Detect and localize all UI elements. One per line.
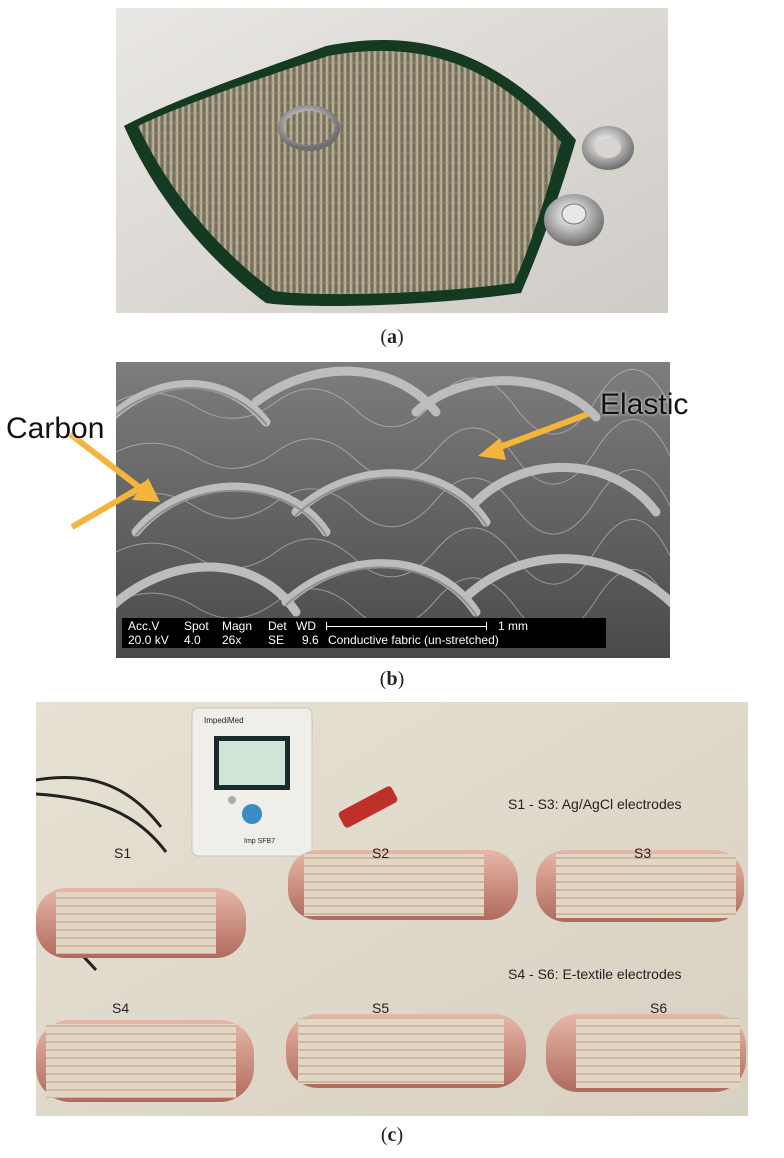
- info-wd-label: WD: [296, 619, 316, 633]
- sem-info-bar: Acc.V Spot Magn Det WD 20.0 kV 4.0 26x S…: [122, 618, 606, 648]
- info-det-label: Det: [268, 619, 287, 633]
- device-model: Imp SFB7: [244, 838, 276, 845]
- label-s6: S6: [650, 1000, 668, 1016]
- caption-c: (c): [380, 1124, 404, 1146]
- sample-roll-s3: [536, 850, 744, 922]
- sem-fabric-illustration: [116, 362, 670, 658]
- info-magn-label: Magn: [222, 619, 253, 633]
- caption-a: (a): [380, 326, 404, 348]
- sample-roll-s1: [36, 888, 246, 958]
- experiment-photo-illustration: [36, 702, 748, 1116]
- sample-roll-s5: [286, 1014, 526, 1088]
- label-group-agagcl: S1 - S3: Ag/AgCl electrodes: [508, 796, 682, 812]
- info-det-value: SE: [268, 633, 285, 647]
- electrode-photo-illustration: [116, 8, 668, 313]
- carbon-arrow: [70, 479, 152, 530]
- carbon-arrow-shaft: [68, 431, 160, 502]
- info-description: Conductive fabric (un-stretched): [328, 633, 499, 647]
- sample-roll-s4: [36, 1020, 254, 1102]
- label-s2: S2: [372, 845, 390, 861]
- sample-roll-s2: [288, 850, 518, 920]
- photo-electrode: [116, 8, 668, 313]
- label-s5: S5: [372, 1000, 390, 1016]
- sem-annotation-arrows: [68, 411, 590, 530]
- impedance-device: [191, 707, 313, 857]
- elastic-arrow-shaft: [478, 411, 590, 460]
- scale-bar: [326, 626, 486, 627]
- info-spot-label: Spot: [184, 619, 209, 633]
- label-group-etextile: S4 - S6: E-textile electrodes: [508, 966, 682, 982]
- info-accv-label: Acc.V: [128, 619, 160, 633]
- info-spot-value: 4.0: [184, 633, 201, 647]
- caption-b: (b): [379, 668, 405, 690]
- experiment-photo: [36, 702, 748, 1116]
- label-s1: S1: [114, 845, 132, 861]
- label-carbon: Carbon: [6, 412, 105, 445]
- label-s3: S3: [634, 845, 652, 861]
- info-scale: 1 mm: [498, 619, 528, 633]
- label-elastic: Elastic: [600, 388, 689, 421]
- sem-image: [116, 362, 670, 658]
- scale-bar-right-tick: [486, 622, 487, 630]
- info-magn-value: 26x: [222, 633, 242, 647]
- device-brand: ImpediMed: [204, 716, 244, 725]
- label-s4: S4: [112, 1000, 130, 1016]
- sample-roll-s6: [546, 1014, 746, 1092]
- info-accv-value: 20.0 kV: [128, 633, 169, 647]
- info-wd-value: 9.6: [302, 633, 319, 647]
- scale-bar-left-tick: [326, 622, 327, 630]
